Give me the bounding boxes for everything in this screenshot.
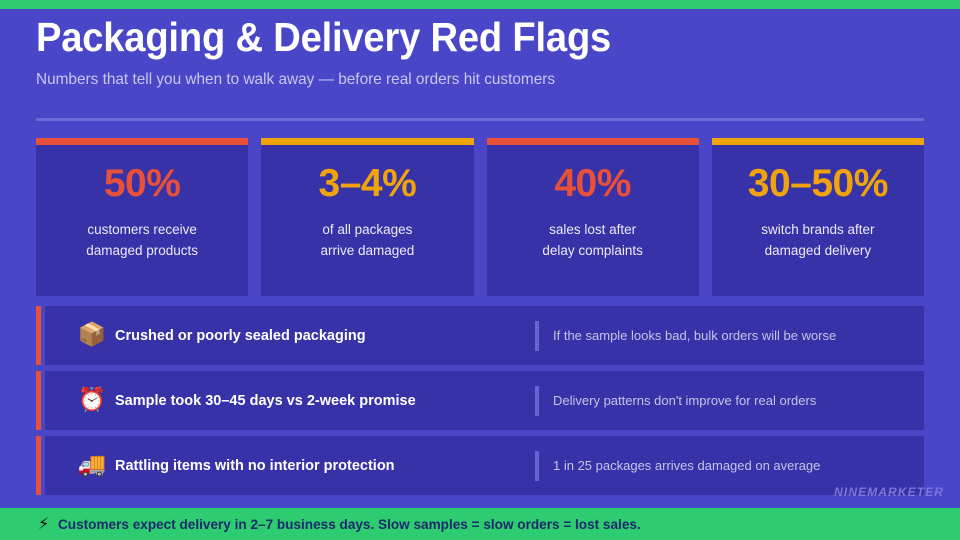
row-accent-bar [36, 436, 41, 495]
stat-label: customers receive damaged products [78, 219, 206, 261]
alarm-clock-icon: ⏰ [77, 387, 107, 413]
stat-label-line: switch brands after [761, 222, 875, 237]
stat-card-top-bar [486, 138, 699, 145]
stat-label-line: customers receive [87, 222, 197, 237]
footer-text: Customers expect delivery in 2–7 busines… [58, 516, 641, 532]
row-body: ⏰ Sample took 30–45 days vs 2-week promi… [45, 371, 924, 430]
lightning-bolt-icon: ⚡ [38, 514, 50, 533]
watermark: NINEMARKETER [834, 485, 944, 499]
row-title: Sample took 30–45 days vs 2-week promise [115, 392, 416, 409]
stat-card: 40% sales lost after delay complaints [486, 138, 699, 296]
stat-value: 3–4% [318, 162, 417, 205]
delivery-truck-icon: 🚚 [77, 452, 107, 478]
row-body: 📦 Crushed or poorly sealed packaging If … [45, 306, 924, 365]
stat-label: of all packages arrive damaged [312, 219, 422, 261]
row-detail: 1 in 25 packages arrives damaged on aver… [553, 458, 821, 473]
stat-label-line: arrive damaged [320, 243, 415, 258]
row-separator [535, 320, 539, 351]
row-detail: Delivery patterns don't improve for real… [553, 393, 817, 408]
stat-value: 40% [554, 162, 631, 205]
row-title: Rattling items with no interior protecti… [115, 457, 395, 474]
stat-card-top-bar [711, 138, 924, 145]
stat-label: sales lost after delay complaints [534, 219, 651, 261]
stat-label-line: damaged delivery [764, 243, 872, 258]
stat-card-top-bar [261, 138, 474, 145]
stat-card-group: 50% customers receive damaged products 3… [36, 138, 924, 296]
stat-value: 30–50% [747, 162, 889, 205]
list-item: 📦 Crushed or poorly sealed packaging If … [36, 306, 924, 365]
row-title: Crushed or poorly sealed packaging [115, 327, 366, 344]
top-accent-band [0, 0, 960, 9]
stat-label-line: of all packages [322, 222, 413, 237]
row-accent-bar [36, 371, 41, 430]
stat-label-line: damaged products [86, 243, 199, 258]
row-separator [535, 385, 539, 416]
package-icon: 📦 [77, 322, 107, 348]
page-title: Packaging & Delivery Red Flags [36, 14, 612, 60]
stat-label-line: delay complaints [542, 243, 643, 258]
stat-value: 50% [103, 162, 181, 205]
list-item: ⏰ Sample took 30–45 days vs 2-week promi… [36, 371, 924, 430]
stat-card: 3–4% of all packages arrive damaged [261, 138, 474, 296]
header: Packaging & Delivery Red Flags Numbers t… [36, 14, 926, 90]
row-separator [535, 450, 539, 481]
stat-card: 30–50% switch brands after damaged deliv… [711, 138, 924, 296]
footer-banner: ⚡ Customers expect delivery in 2–7 busin… [0, 508, 960, 540]
stat-card: 50% customers receive damaged products [36, 138, 249, 296]
header-divider [36, 118, 924, 121]
list-item: 🚚 Rattling items with no interior protec… [36, 436, 924, 495]
row-body: 🚚 Rattling items with no interior protec… [45, 436, 924, 495]
row-detail: If the sample looks bad, bulk orders wil… [553, 328, 837, 343]
page-subtitle: Numbers that tell you when to walk away … [36, 71, 556, 88]
red-flag-list: 📦 Crushed or poorly sealed packaging If … [36, 306, 924, 501]
stat-label: switch brands after damaged delivery [753, 219, 882, 261]
row-accent-bar [36, 306, 41, 365]
stat-label-line: sales lost after [549, 222, 637, 237]
stat-card-top-bar [36, 138, 249, 145]
